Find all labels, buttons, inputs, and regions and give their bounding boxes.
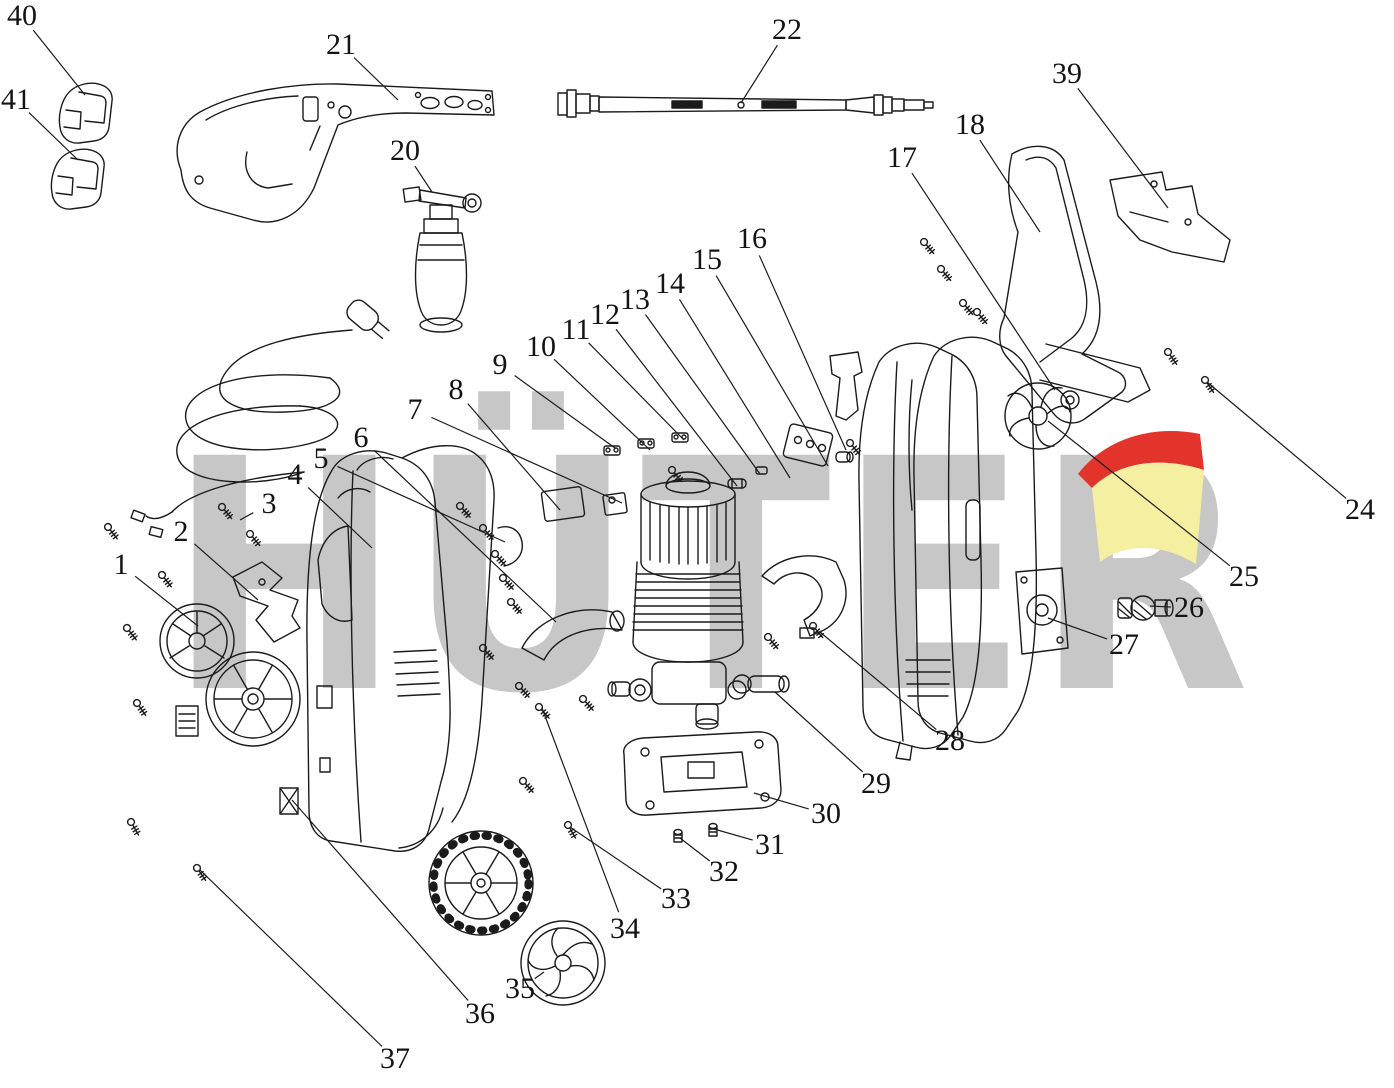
part-label-4: 4 — [287, 458, 303, 491]
part-label-6: 6 — [353, 421, 369, 454]
flag-yellow-shape — [1092, 462, 1204, 564]
motor-pump-assembly — [607, 471, 747, 730]
bracket-2 — [232, 561, 301, 643]
part-label-16: 16 — [737, 222, 767, 255]
wire-terminals — [603, 432, 768, 489]
elbow-duct — [521, 609, 625, 661]
part-label-32: 32 — [709, 855, 739, 888]
power-cord — [130, 299, 390, 539]
part-label-17: 17 — [887, 141, 917, 174]
part-label-3: 3 — [261, 487, 277, 520]
road-wheel — [428, 830, 534, 936]
part-label-35: 35 — [505, 972, 535, 1005]
part-label-40: 40 — [7, 0, 37, 32]
part-label-25: 25 — [1229, 560, 1259, 593]
hub-wheel-1 — [159, 603, 235, 679]
wheel-cover — [520, 920, 606, 1006]
flag-red-shape — [1078, 431, 1204, 488]
part-label-18: 18 — [955, 108, 985, 141]
holder-clip-40 — [58, 82, 113, 144]
right-housing-half — [858, 342, 983, 761]
part-label-24: 24 — [1345, 493, 1375, 526]
label-plate — [175, 705, 299, 815]
part-label-27: 27 — [1109, 628, 1139, 661]
switch-boxes — [540, 486, 628, 522]
part-label-20: 20 — [390, 134, 420, 167]
brand-flag — [1078, 431, 1204, 564]
left-housing-half — [306, 450, 451, 852]
inner-housing-shell — [401, 445, 523, 823]
part-label-36: 36 — [465, 997, 495, 1030]
bracket-15 — [829, 351, 863, 421]
part-label-31: 31 — [755, 828, 785, 861]
part-label-37: 37 — [380, 1042, 410, 1075]
part-label-39: 39 — [1052, 57, 1082, 90]
spray-gun — [176, 83, 495, 223]
part-label-21: 21 — [326, 28, 356, 61]
part-label-15: 15 — [692, 243, 722, 276]
part-label-1: 1 — [113, 548, 129, 581]
part-label-7: 7 — [407, 393, 423, 426]
pump-cover-plate — [1015, 567, 1069, 655]
spray-lance — [557, 89, 934, 118]
part-label-8: 8 — [448, 373, 464, 406]
leader-lines — [28, 29, 1347, 1047]
part-label-30: 30 — [811, 797, 841, 830]
part-label-33: 33 — [661, 882, 691, 915]
part-label-2: 2 — [173, 515, 189, 548]
hose-connector — [1117, 595, 1174, 621]
inlet-elbow — [732, 674, 790, 694]
spoked-wheel — [205, 651, 301, 747]
part-label-22: 22 — [772, 13, 802, 46]
foam-nozzle-bottle — [402, 186, 482, 333]
part-label-12: 12 — [590, 298, 620, 331]
u-clamp — [761, 555, 847, 639]
part-label-41: 41 — [1, 83, 31, 116]
part-label-10: 10 — [526, 330, 556, 363]
part-label-26: 26 — [1174, 591, 1204, 624]
part-label-11: 11 — [561, 313, 591, 346]
right-housing-rear — [913, 336, 1038, 744]
holder-clip-41 — [50, 148, 105, 210]
part-label-14: 14 — [655, 267, 685, 300]
terminal-block — [782, 423, 854, 467]
part-label-34: 34 — [610, 912, 640, 945]
part-label-29: 29 — [861, 767, 891, 800]
part-label-5: 5 — [313, 442, 329, 475]
carry-handle — [999, 145, 1151, 424]
fan — [1004, 382, 1080, 450]
base-plate — [623, 731, 782, 816]
bracket-39 — [1109, 171, 1231, 263]
part-label-28: 28 — [935, 724, 965, 757]
part-label-13: 13 — [620, 283, 650, 316]
part-label-9: 9 — [492, 348, 508, 381]
